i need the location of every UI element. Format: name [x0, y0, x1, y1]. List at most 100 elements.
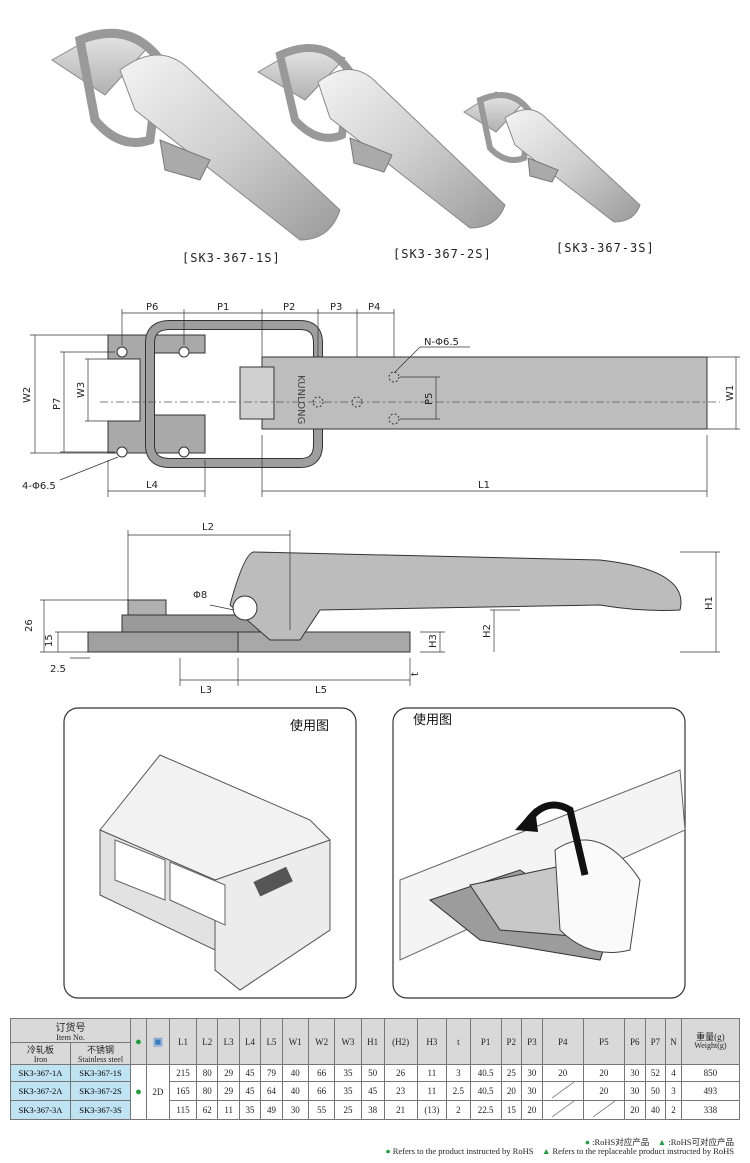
- cell: 2: [665, 1100, 682, 1120]
- col-h1: H1: [360, 1018, 385, 1065]
- dim-t: t: [410, 672, 421, 676]
- dim-p2: P2: [283, 302, 295, 313]
- cad-file-icon: ▣: [152, 1036, 164, 1048]
- col-l4: L4: [238, 1018, 262, 1065]
- cell: 35: [334, 1064, 362, 1082]
- col-l3: L3: [217, 1018, 240, 1065]
- legend-rohs-replace-cn: :RoHS可对应产品: [668, 1137, 734, 1147]
- rohs-dot-icon: ●: [135, 1086, 142, 1098]
- dim-w3: W3: [76, 382, 87, 398]
- dim-p7: P7: [52, 398, 63, 410]
- ss-cn: 不锈钢: [86, 1045, 114, 1055]
- cell: 52: [644, 1064, 667, 1082]
- lever-profile: [229, 551, 682, 641]
- iron-cn: 冷轧板: [26, 1045, 54, 1055]
- col-w3: W3: [334, 1018, 362, 1065]
- legend-en: ● Refers to the product instructed by Ro…: [385, 1146, 734, 1156]
- cell: 66: [307, 1081, 336, 1101]
- weight-en: Weight(g): [694, 1041, 727, 1050]
- cell: 30: [521, 1064, 543, 1082]
- cell-empty: [541, 1081, 584, 1101]
- top-view-svg: KUNLONG: [22, 302, 740, 497]
- cell: 66: [307, 1064, 336, 1082]
- col-weight: 重量(g) Weight(g): [680, 1018, 741, 1065]
- cell: 3: [665, 1081, 682, 1101]
- col-w2: W2: [307, 1018, 336, 1065]
- top-view-drawing: KUNLONG: [0, 285, 750, 505]
- cell: 23: [383, 1081, 418, 1101]
- cell: 115: [168, 1100, 198, 1120]
- iron-en: Iron: [33, 1055, 48, 1064]
- latch-photo-3: [463, 91, 641, 223]
- cell: (13): [416, 1100, 448, 1120]
- cell: 25: [500, 1064, 523, 1082]
- item-iron-1[interactable]: SK3-367-1A: [10, 1064, 71, 1082]
- cell: 20: [582, 1064, 625, 1082]
- ss-header: 不锈钢 Stainless steel: [70, 1042, 131, 1065]
- item-ss-1[interactable]: SK3-367-1S: [70, 1064, 131, 1082]
- lever-body: [261, 356, 708, 430]
- cell: 11: [217, 1100, 240, 1120]
- dim-n-hole: N-Φ6.5: [424, 337, 459, 348]
- cell: 30: [623, 1081, 646, 1101]
- usage-hand: [554, 839, 641, 953]
- spec-table: 订货号 Item No. ● ▣ L1 L2 L3 L4 L5 W1 W2 W3…: [10, 1018, 741, 1120]
- dim-p6: P6: [146, 302, 158, 313]
- empty-slash: [592, 1100, 616, 1118]
- cell: 40: [644, 1100, 667, 1120]
- spec-table-section: 订货号 Item No. ● ▣ L1 L2 L3 L4 L5 W1 W2 W3…: [10, 1018, 741, 1163]
- item-ss-3[interactable]: SK3-367-3S: [70, 1100, 131, 1120]
- cell: 80: [196, 1081, 219, 1101]
- usage-illustrations: 使用图 使用图: [0, 700, 750, 1010]
- cell: 215: [168, 1064, 198, 1082]
- cell: 2: [446, 1100, 471, 1120]
- legend: ● :RoHS对应产品 ▲ :RoHS可对应产品 ● Refers to the…: [10, 1136, 740, 1158]
- col-p2: P2: [500, 1018, 523, 1065]
- rohs-mark-cell: ●: [130, 1064, 147, 1120]
- cell: 11: [416, 1064, 448, 1082]
- cell: 80: [196, 1064, 219, 1082]
- cell-empty: [582, 1100, 625, 1120]
- cell: 40: [281, 1064, 309, 1082]
- dim-p4: P4: [368, 302, 380, 313]
- cell: 25: [334, 1100, 362, 1120]
- item-ss-2[interactable]: SK3-367-2S: [70, 1081, 131, 1101]
- dim-h1: H1: [704, 596, 715, 610]
- item-iron-2[interactable]: SK3-367-2A: [10, 1081, 71, 1101]
- weight-cn: 重量(g): [696, 1032, 725, 1042]
- dim-l3: L3: [200, 685, 212, 696]
- cell: 29: [217, 1064, 240, 1082]
- legend-rohs-en: Refers to the product instructed by RoHS: [392, 1146, 534, 1156]
- usage-panel-right: 使用图: [392, 707, 686, 999]
- dim-15: 15: [44, 634, 55, 647]
- usage-title-left: 使用图: [290, 718, 329, 734]
- base-profile: [87, 631, 239, 653]
- cell-weight: 338: [680, 1100, 741, 1120]
- cell: 4: [665, 1064, 682, 1082]
- cell: 45: [238, 1081, 262, 1101]
- legend-rohs-cn: :RoHS对应产品: [592, 1137, 650, 1147]
- rohs-header: ●: [130, 1018, 147, 1065]
- col-w1: W1: [281, 1018, 309, 1065]
- item-iron-3[interactable]: SK3-367-3A: [10, 1100, 71, 1120]
- cell: 21: [383, 1100, 418, 1120]
- dim-h3: H3: [428, 634, 439, 648]
- col-l2: L2: [196, 1018, 219, 1065]
- cell: 50: [360, 1064, 385, 1082]
- item-no-cn: 订货号: [55, 1023, 86, 1034]
- cad-2d-mark[interactable]: 2D: [145, 1064, 170, 1120]
- cell: 20: [623, 1100, 646, 1120]
- cell: 50: [644, 1081, 667, 1101]
- col-p7: P7: [644, 1018, 667, 1065]
- side-view-drawing: L2 Φ8 26 15 2.5 L3 L5 t H3 H2 H1: [0, 510, 750, 700]
- ss-en: Stainless steel: [77, 1055, 124, 1064]
- cell: 20: [582, 1081, 625, 1101]
- dim-p3: P3: [330, 302, 342, 313]
- cell: 79: [260, 1064, 283, 1082]
- rohs-dot-icon: ●: [385, 1146, 391, 1156]
- dim-h2: H2: [482, 624, 493, 638]
- cell: 38: [360, 1100, 385, 1120]
- cell: 45: [360, 1081, 385, 1101]
- side-view-svg: L2 Φ8 26 15 2.5 L3 L5 t H3 H2 H1: [24, 522, 720, 696]
- rohs-triangle-icon: ▲: [541, 1146, 551, 1156]
